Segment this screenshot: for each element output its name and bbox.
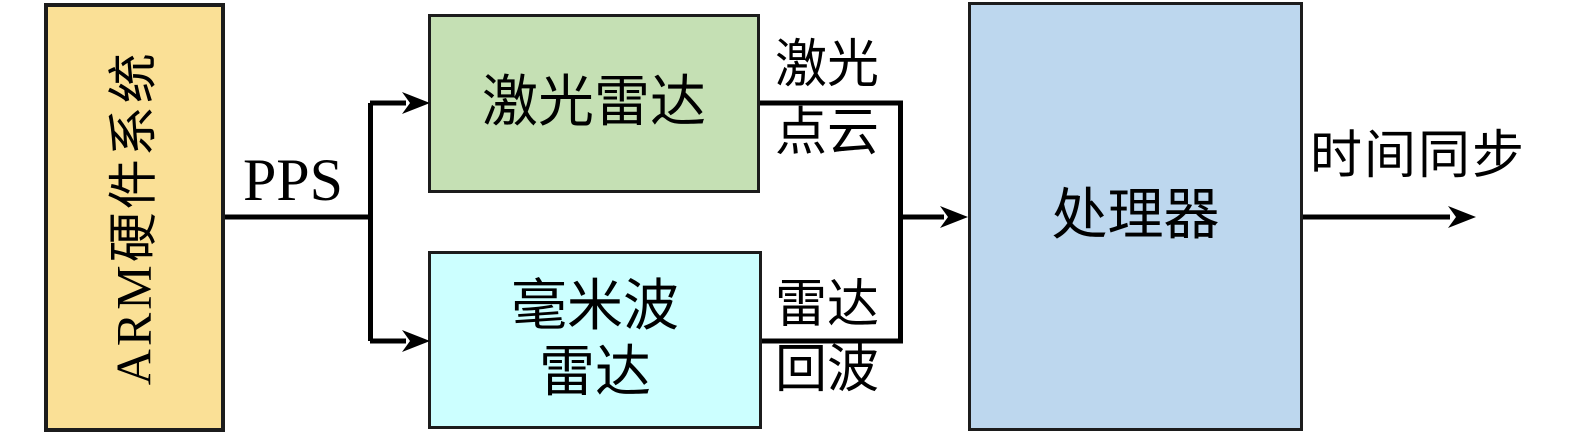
node-arm-hardware-system: ARM硬件系统 [44,3,225,432]
edge-label-lidar-pointcloud-top: 激光 [774,37,879,94]
node-processor: 处理器 [968,2,1303,431]
node-lidar: 激光雷达 [428,14,760,193]
arrowhead-to-processor [940,206,968,228]
arrowhead-to-lidar [402,92,430,114]
arrowhead-output [1448,206,1476,228]
edge-label-lidar-pointcloud-bottom: 点云 [774,105,879,162]
node-mmwave-label-line1: 毫米波 [511,275,679,338]
node-mmwave-radar: 毫米波 雷达 [428,251,762,429]
arrowhead-to-mmwave [402,330,430,352]
node-mmwave-label-line2: 雷达 [539,342,651,404]
edge-label-radar-echo-bottom: 回波 [774,342,879,399]
node-lidar-label: 激光雷达 [482,72,706,135]
edge-label-pps: PPS [242,147,344,213]
edge-label-time-sync: 时间同步 [1309,128,1526,185]
edge-label-radar-echo-top: 雷达 [774,277,879,334]
node-arm-label: ARM硬件系统 [105,50,162,385]
node-processor-label: 处理器 [1051,185,1220,248]
node-mmwave-label: 毫米波 雷达 [511,274,679,406]
